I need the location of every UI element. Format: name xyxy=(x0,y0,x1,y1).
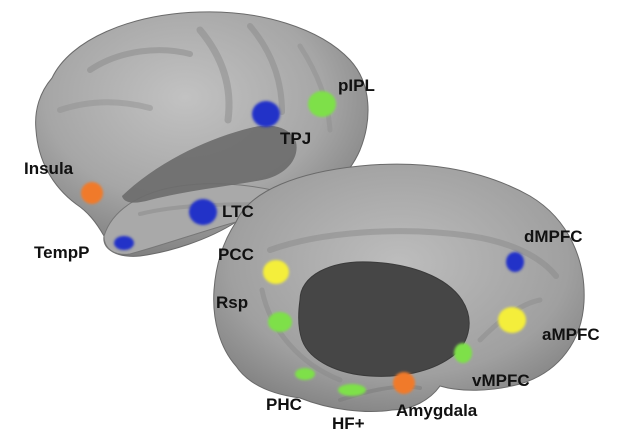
region-PCC xyxy=(263,260,289,284)
label-pIPL: pIPL xyxy=(338,76,375,95)
region-PHC xyxy=(295,368,315,380)
region-aMPFC xyxy=(498,307,526,333)
region-Rsp xyxy=(268,312,292,332)
label-aMPFC: aMPFC xyxy=(542,325,600,344)
label-PHC: PHC xyxy=(266,395,302,414)
label-Amygdala: Amygdala xyxy=(396,401,478,420)
label-vMPFC: vMPFC xyxy=(472,371,530,390)
label-LTC: LTC xyxy=(222,202,254,221)
region-pIPL xyxy=(308,91,336,117)
label-TPJ: TPJ xyxy=(280,129,312,148)
region-Insula xyxy=(81,182,103,204)
region-LTC xyxy=(189,199,217,225)
region-vMPFC xyxy=(454,343,472,363)
region-TPJ xyxy=(252,101,280,127)
region-dMPFC xyxy=(506,252,524,272)
label-PCC: PCC xyxy=(218,245,254,264)
medial-hemisphere xyxy=(213,163,585,412)
label-HF: HF+ xyxy=(332,414,365,433)
region-Amygdala xyxy=(393,372,415,394)
label-dMPFC: dMPFC xyxy=(524,227,583,246)
label-Insula: Insula xyxy=(24,159,74,178)
region-HF xyxy=(338,384,366,396)
label-TempP: TempP xyxy=(34,243,90,262)
label-Rsp: Rsp xyxy=(216,293,249,312)
region-TempP xyxy=(114,236,134,250)
activation-regions xyxy=(81,91,526,396)
